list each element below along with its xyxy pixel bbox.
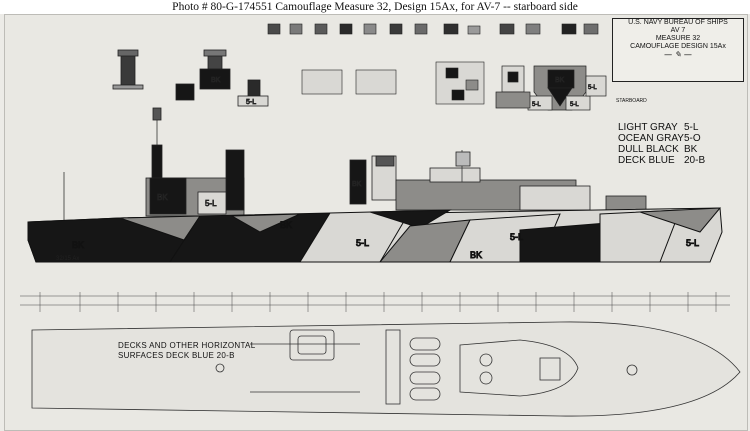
legend-name: DECK BLUE [618, 155, 675, 166]
photo-caption: Photo # 80-G-174551 Camouflage Measure 3… [0, 0, 750, 14]
legend-row: LIGHT GRAY 5-L [618, 122, 705, 133]
legend-row: OCEAN GRAY5-O [618, 133, 705, 144]
title-line-1: U.S. NAVY BUREAU OF SHIPS [628, 19, 728, 26]
stack-bk-hull-label: BK [352, 181, 362, 188]
hull-bk-bow-label: BK [72, 240, 84, 250]
super-sl-label: 5-L [205, 199, 217, 208]
deck-note-line-2: SURFACES DECK BLUE 20-B [118, 351, 235, 360]
legend-name: LIGHT GRAY [618, 122, 678, 133]
hull-bk-mid-label: BK [280, 220, 292, 230]
stack-sl-label: 5-L [246, 99, 256, 106]
top-detail-views [267, 23, 599, 35]
deck-plan [31, 321, 741, 417]
legend-code: 5-O [684, 133, 701, 144]
ship-superstructure: BK 5-L BK [63, 107, 647, 222]
frame-scale [20, 292, 730, 312]
title-block: U.S. NAVY BUREAU OF SHIPS AV 7 MEASURE 3… [612, 18, 744, 82]
stack-bk-label: BK [211, 77, 221, 84]
legend-row: DECK BLUE 20-B [618, 155, 705, 166]
mast-detail-views [301, 61, 485, 105]
stack-detail-views: BK 5-L [112, 49, 269, 107]
turret-sl2-label: 5-L [570, 102, 579, 108]
hull-bk-aft-label: BK [470, 250, 482, 260]
signature: — ✎ — [664, 50, 692, 59]
title-line-4: CAMOUFLAGE DESIGN 15Ax [630, 43, 726, 50]
title-line-3: MEASURE 32 [655, 35, 701, 42]
color-legend: LIGHT GRAY 5-L OCEAN GRAY5-O DULL BLACK BK… [618, 122, 705, 166]
legend-row: DULL BLACK BK [618, 144, 705, 155]
legend-code: 20-B [684, 155, 706, 166]
legend-code: BK [684, 144, 698, 155]
turret-detail-views: BK 5-L 5-L 5-L [495, 65, 607, 111]
hull-profile: BK BK BK 5-L 5-L 5-L [27, 207, 723, 263]
deck-note: DECKS AND OTHER HORIZONTAL SURFACES DECK… [118, 341, 255, 361]
legend-code: 5-L [684, 122, 699, 133]
hull-sl-aft1-label: 5-L [510, 232, 523, 242]
orientation-label: STARBOARD [616, 98, 647, 104]
hull-sl-mid-label: 5-L [356, 238, 369, 248]
legend-name: OCEAN GRAY [618, 133, 684, 144]
turret-sl3-label: 5-L [588, 85, 597, 91]
hull-sl-aft2-label: 5-L [686, 238, 699, 248]
legend-name: DULL BLACK [618, 144, 679, 155]
title-line-2: AV 7 [670, 27, 686, 34]
drawing-number: 32/15 Ax [56, 256, 80, 262]
super-bk-label: BK [157, 193, 168, 202]
deck-note-line-1: DECKS AND OTHER HORIZONTAL [118, 341, 256, 350]
turret-sl1-label: 5-L [532, 102, 541, 108]
turret-bk-label: BK [555, 77, 565, 84]
